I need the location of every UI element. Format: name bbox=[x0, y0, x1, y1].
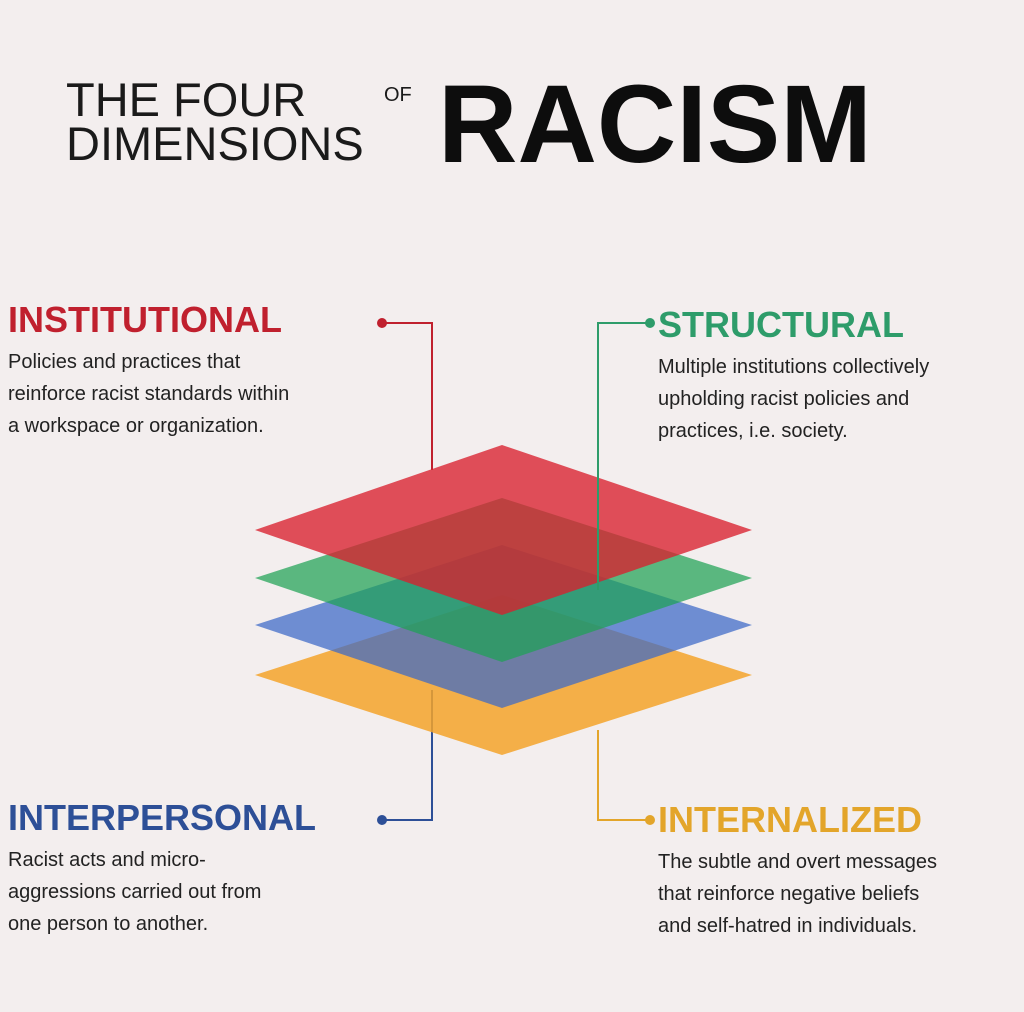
connector-institutional-dot bbox=[377, 318, 387, 328]
connector-interpersonal bbox=[382, 690, 433, 821]
institutional-description: Policies and practices that reinforce ra… bbox=[8, 346, 289, 442]
institutional-desc-line: a workspace or organization. bbox=[8, 415, 264, 437]
institutional-title: INSTITUTIONAL bbox=[8, 299, 282, 340]
interpersonal-desc-line: Racist acts and micro- bbox=[8, 849, 206, 871]
section-structural: STRUCTURAL Multiple institutions collect… bbox=[658, 305, 929, 447]
connector-institutional bbox=[382, 322, 433, 470]
structural-title: STRUCTURAL bbox=[658, 304, 904, 345]
institutional-desc-line: Policies and practices that bbox=[8, 351, 241, 373]
structural-desc-line: Multiple institutions collectively bbox=[658, 356, 930, 378]
title-line-the-four: THE FOUR bbox=[66, 73, 307, 126]
interpersonal-desc-line: aggressions carried out from bbox=[8, 881, 262, 903]
section-interpersonal: INTERPERSONAL Racist acts and micro- agg… bbox=[8, 798, 316, 940]
title-of: OF bbox=[384, 84, 412, 106]
structural-desc-line: upholding racist policies and bbox=[658, 388, 910, 410]
connector-interpersonal-dot bbox=[377, 815, 387, 825]
section-internalized: INTERNALIZED The subtle and overt messag… bbox=[658, 800, 937, 942]
title-racism: RACISM bbox=[438, 63, 872, 186]
internalized-description: The subtle and overt messages that reinf… bbox=[658, 846, 937, 942]
internalized-desc-line: and self-hatred in individuals. bbox=[658, 915, 918, 937]
structural-description: Multiple institutions collectively uphol… bbox=[658, 351, 929, 447]
internalized-title: INTERNALIZED bbox=[658, 799, 922, 840]
internalized-desc-line: that reinforce negative beliefs bbox=[658, 883, 920, 905]
internalized-desc-line: The subtle and overt messages bbox=[658, 851, 938, 873]
section-institutional: INSTITUTIONAL Policies and practices tha… bbox=[8, 300, 289, 442]
connector-structural-dot bbox=[645, 318, 655, 328]
institutional-desc-line: reinforce racist standards within bbox=[8, 383, 290, 405]
interpersonal-title: INTERPERSONAL bbox=[8, 797, 317, 838]
connector-internalized-dot bbox=[645, 815, 655, 825]
interpersonal-description: Racist acts and micro- aggressions carri… bbox=[8, 844, 316, 940]
title-line-dimensions: DIMENSIONS bbox=[66, 117, 364, 170]
interpersonal-desc-line: one person to another. bbox=[8, 913, 209, 935]
layer-institutional bbox=[255, 445, 752, 615]
structural-desc-line: practices, i.e. society. bbox=[658, 420, 848, 442]
connector-internalized bbox=[597, 730, 650, 821]
page-title: THE FOUR OF DIMENSIONS RACISM bbox=[0, 0, 1024, 200]
